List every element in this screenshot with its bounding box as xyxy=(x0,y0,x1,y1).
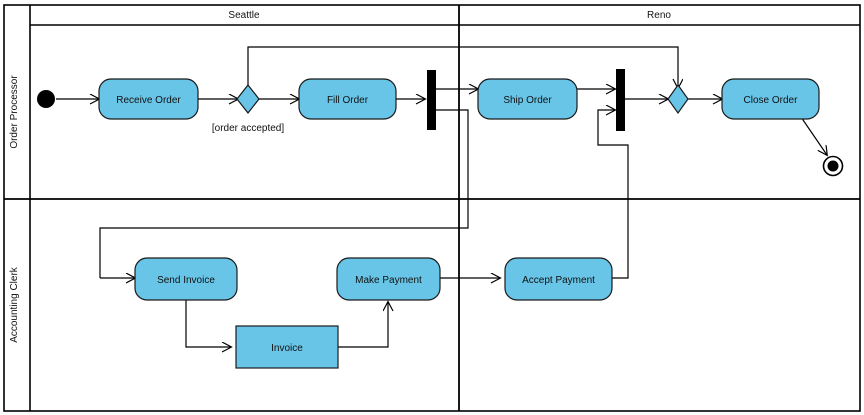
action-receive-order[interactable]: Receive Order xyxy=(98,78,199,120)
action-close-order-label: Close Order xyxy=(744,95,799,106)
object-node-invoice-label: Invoice xyxy=(271,343,303,354)
control-flow-edges xyxy=(56,46,827,348)
action-accept-payment-label: Accept Payment xyxy=(522,275,595,286)
action-ship-order[interactable]: Ship Order xyxy=(477,78,578,120)
merge-node[interactable] xyxy=(667,83,689,115)
initial-node[interactable] xyxy=(37,90,55,108)
action-fill-order[interactable]: Fill Order xyxy=(298,78,397,120)
fork-node[interactable] xyxy=(427,70,436,130)
action-send-invoice[interactable]: Send Invoice xyxy=(134,257,238,301)
action-accept-payment[interactable]: Accept Payment xyxy=(504,257,613,301)
partition-header-accounting-clerk: Accounting Clerk xyxy=(9,266,20,343)
action-send-invoice-label: Send Invoice xyxy=(157,275,215,286)
partition-header-order-processor: Order Processor xyxy=(9,75,20,149)
action-ship-order-label: Ship Order xyxy=(503,95,552,106)
edge-invoice-to-make-payment xyxy=(338,302,388,348)
edge-close-order-to-final xyxy=(800,116,827,155)
action-close-order[interactable]: Close Order xyxy=(721,78,820,120)
edge-send-invoice-to-invoice xyxy=(185,300,231,347)
action-make-payment[interactable]: Make Payment xyxy=(336,257,441,301)
action-make-payment-label: Make Payment xyxy=(355,275,422,286)
activity-final-node[interactable] xyxy=(822,155,844,177)
join-node[interactable] xyxy=(616,69,625,131)
guard-order-accepted: [order accepted] xyxy=(212,123,284,134)
decision-node[interactable] xyxy=(236,84,260,114)
partition-header-reno: Reno xyxy=(647,10,671,21)
edge-fork-to-send-invoice-seg xyxy=(99,109,469,278)
partition-frame xyxy=(3,4,861,412)
edge-accept-payment-to-join xyxy=(597,110,629,279)
partition-header-seattle: Seattle xyxy=(228,10,260,21)
action-fill-order-label: Fill Order xyxy=(327,95,369,106)
action-receive-order-label: Receive Order xyxy=(116,95,181,106)
object-node-invoice[interactable]: Invoice xyxy=(235,325,339,369)
edge-decision-to-merge xyxy=(247,46,678,88)
